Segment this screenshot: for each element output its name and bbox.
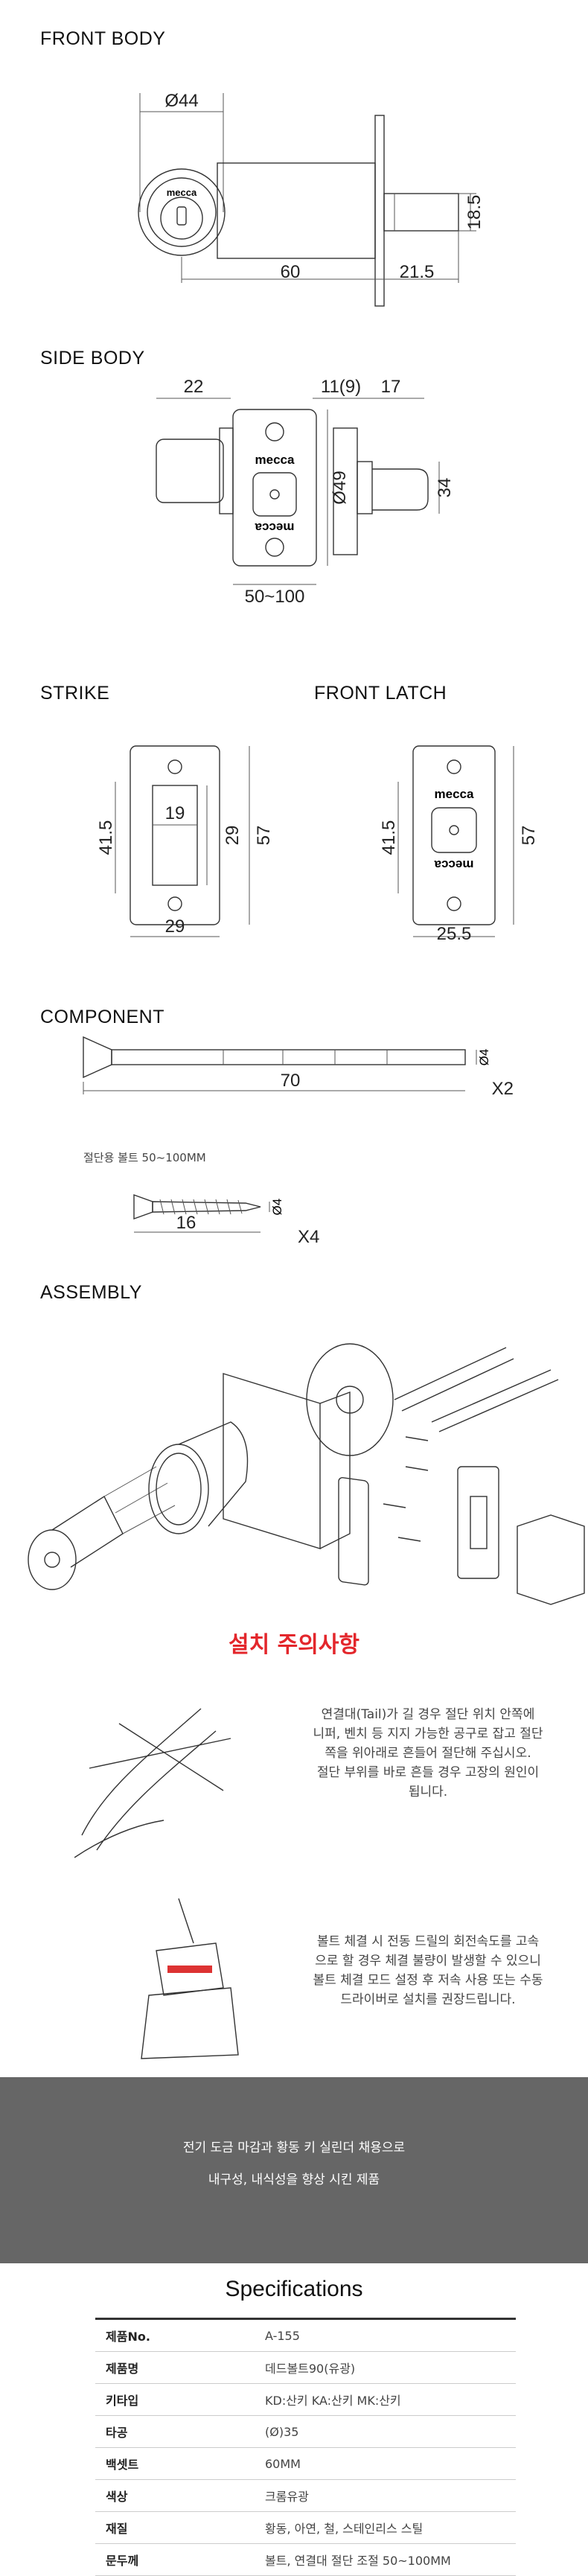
brand-logo-latch-rotated: mecca: [434, 858, 473, 872]
banner-line-1: 전기 도금 마감과 황동 키 실린더 채용으로: [182, 2140, 406, 2155]
spec-label: 재질: [95, 2511, 255, 2544]
dim-side-bolt: 17: [381, 377, 401, 397]
installation-warning-title: 설치 주의사항: [228, 1632, 360, 1658]
dim-latch-h-outer: 41.5: [379, 820, 399, 855]
spec-label: 문두께: [95, 2543, 255, 2576]
dim-side-width: 22: [184, 377, 204, 397]
spec-label: 제품No.: [95, 2318, 255, 2352]
spec-value: 크롬유광: [255, 2479, 516, 2512]
side-body-drawing: 22 11(9) 17 mecca mecca Ø49 34 50~100: [156, 377, 455, 607]
dim-screw-length: 16: [176, 1213, 196, 1233]
front-latch-drawing: 41.5 mecca mecca 57 25.5: [379, 745, 539, 944]
spec-label: 색상: [95, 2479, 255, 2512]
specifications-title: Specifications: [225, 2277, 363, 2301]
screw-quantity: X4: [298, 1227, 319, 1247]
table-row: 제품No.A-155: [95, 2318, 516, 2352]
dim-front-length: 60: [281, 262, 301, 282]
spec-value: 데드볼트90(유광): [255, 2351, 516, 2384]
dim-side-plate: 11(9): [321, 377, 361, 397]
table-row: 타공(Ø)35: [95, 2415, 516, 2448]
dim-latch-width: 25.5: [437, 924, 472, 944]
spec-label: 키타입: [95, 2383, 255, 2416]
bolt-quantity: X2: [492, 1079, 514, 1099]
dim-side-range: 50~100: [245, 587, 305, 607]
spec-label: 제품명: [95, 2351, 255, 2384]
spec-value: A-155: [255, 2318, 516, 2352]
spec-value: 황동, 아연, 철, 스테인리스 스틸: [255, 2511, 516, 2544]
drill-note: 볼트 체결 시 전동 드릴의 회전속도를 고속 으로 할 경우 체결 불량이 발…: [313, 1934, 543, 2007]
dim-screw-diameter: Ø4: [270, 1199, 284, 1216]
section-title-strike: STRIKE: [40, 683, 110, 704]
spec-value: (Ø)35: [255, 2415, 516, 2448]
feature-banner: 전기 도금 마감과 황동 키 실린더 채용으로 내구성, 내식성을 향상 시킨 …: [0, 2077, 588, 2263]
dim-strike-h-inner: 29: [223, 826, 243, 846]
dim-front-height: 18.5: [464, 195, 485, 230]
section-title-component: COMPONENT: [40, 1007, 164, 1027]
bolt-caption: 절단용 볼트 50~100MM: [83, 1151, 206, 1164]
spec-label: 백셋트: [95, 2447, 255, 2480]
dim-front-diameter: Ø44: [164, 91, 198, 111]
dim-strike-h-total: 57: [254, 826, 274, 846]
spec-value: KD:산키 KA:산키 MK:산키: [255, 2383, 516, 2416]
banner-line-2: 내구성, 내식성을 향상 시킨 제품: [208, 2172, 380, 2187]
component-drawing: 70 Ø4 X2 절단용 볼트 50~100MM 16 Ø4 X4: [83, 1036, 514, 1247]
front-body-drawing: Ø44 mecca 18.5 60 21.5: [138, 91, 485, 307]
section-title-side-body: SIDE BODY: [40, 348, 145, 369]
spec-value: 볼트, 연결대 절단 조절 50~100MM: [255, 2543, 516, 2576]
dim-bolt-diameter: Ø4: [477, 1049, 491, 1066]
dim-latch-h-total: 57: [519, 826, 539, 846]
dim-side-height: 34: [435, 478, 455, 498]
dim-strike-w-total: 29: [165, 916, 185, 937]
strike-drawing: 41.5 19 29 57 29: [96, 745, 274, 937]
nipper-cutting-illustration: [74, 1708, 231, 1858]
dim-bolt-length: 70: [281, 1071, 301, 1091]
brand-logo-front: mecca: [167, 187, 197, 198]
dim-side-diameter: Ø49: [330, 471, 350, 504]
assembly-exploded-illustration: [28, 1343, 585, 1605]
section-title-front-body: FRONT BODY: [40, 28, 166, 49]
dim-strike-h-outer: 41.5: [96, 820, 116, 855]
brand-logo-latch: mecca: [435, 787, 474, 801]
dim-front-depth: 21.5: [400, 262, 435, 282]
brand-logo-side-rotated: mecca: [255, 520, 294, 535]
dim-strike-w-inner: 19: [165, 803, 185, 823]
power-drill-illustration: [141, 1898, 239, 2059]
brand-logo-side: mecca: [255, 453, 295, 467]
section-title-front-latch: FRONT LATCH: [314, 683, 447, 704]
spec-label: 타공: [95, 2415, 255, 2448]
section-title-assembly: ASSEMBLY: [40, 1282, 142, 1303]
spec-value: 60MM: [255, 2447, 516, 2480]
cutting-note: 연결대(Tail)가 길 경우 절단 위치 안쪽에 니퍼, 벤치 등 지지 가능…: [313, 1707, 543, 1799]
